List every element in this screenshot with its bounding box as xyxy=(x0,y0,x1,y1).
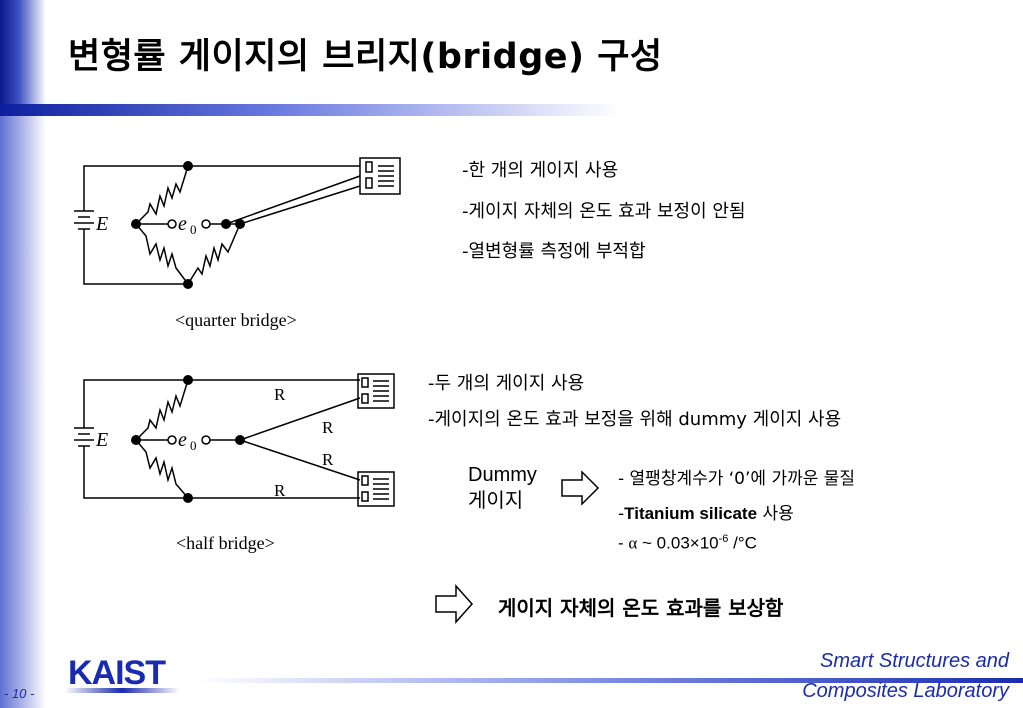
page-number: - 10 - xyxy=(4,686,35,701)
quarter-bullet-3: -열변형률 측정에 부적합 xyxy=(462,241,646,262)
source-label: E xyxy=(95,213,108,235)
dummy-item-1: - 열팽창계수가 ‘0’에 가까운 물질 xyxy=(618,469,856,489)
half-bullet-1: -두 개의 게이지 사용 xyxy=(428,373,585,394)
half-bridge-diagram: E e 0 R R R R xyxy=(74,373,395,507)
kaist-logo: KAIST xyxy=(68,654,166,692)
footer-rule xyxy=(196,678,1023,683)
conclusion-arrow-icon xyxy=(435,584,474,624)
dummy-gauge-label: Dummy 게이지 xyxy=(468,464,537,512)
page-title: 변형률 게이지의 브리지(bridge) 구성 xyxy=(68,37,663,77)
resistor-label-1: R xyxy=(274,385,286,404)
logo-underline xyxy=(64,688,180,693)
quarter-bridge-caption: <quarter bridge> xyxy=(175,310,297,330)
lab-name-line-1: Smart Structures and xyxy=(820,650,1009,672)
output-label: e xyxy=(178,213,187,235)
right-arrow-icon xyxy=(561,470,600,506)
dummy-item-3: - α ~ 0.03×10-6 /°C xyxy=(618,533,757,553)
lab-name-line-2: Composites Laboratory xyxy=(802,680,1009,702)
source-label: E xyxy=(95,429,108,451)
half-bridge-caption: <half bridge> xyxy=(176,533,275,553)
output-subscript: 0 xyxy=(190,438,197,453)
title-underline xyxy=(0,104,620,116)
quarter-bridge-diagram: E e 0 xyxy=(74,157,401,289)
resistor-label-4: R xyxy=(274,481,286,500)
resistor-label-2: R xyxy=(322,418,334,437)
quarter-bullet-1: -한 개의 게이지 사용 xyxy=(462,160,619,181)
half-bullet-2: -게이지의 온도 효과 보정을 위해 dummy 게이지 사용 xyxy=(428,409,842,430)
left-accent-bar xyxy=(0,0,46,708)
quarter-bullet-2: -게이지 자체의 온도 효과 보정이 안됨 xyxy=(462,201,746,222)
output-label: e xyxy=(178,429,187,451)
output-subscript: 0 xyxy=(190,222,197,237)
resistor-label-3: R xyxy=(322,450,334,469)
conclusion-text: 게이지 자체의 온도 효과를 보상함 xyxy=(498,596,784,620)
dummy-item-2: -Titanium silicate 사용 xyxy=(618,504,794,524)
